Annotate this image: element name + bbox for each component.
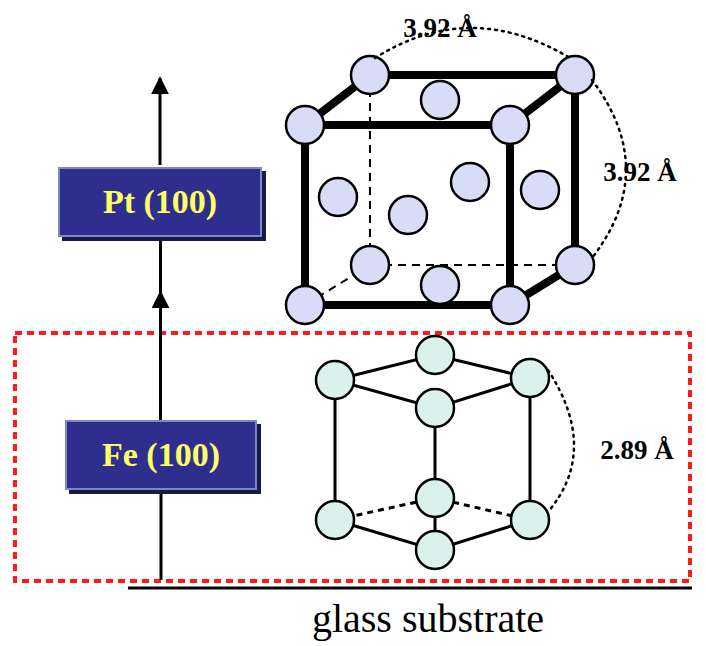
substrate-line — [128, 587, 692, 590]
dimension-label: 3.92 Å — [603, 157, 677, 188]
layer-box: Pt (100) — [58, 167, 262, 237]
growth-arrow — [159, 237, 162, 420]
growth-arrow — [159, 78, 162, 165]
fcc-cell — [286, 56, 594, 324]
dimension-arc — [548, 370, 574, 512]
fe-cell — [316, 336, 549, 569]
growth-arrow — [160, 492, 163, 580]
fe-region — [15, 333, 690, 581]
dimension-label: 3.92 Å — [403, 13, 477, 44]
layer-label: Fe (100) — [102, 436, 220, 474]
dimension-label: 2.89 Å — [600, 435, 674, 466]
layer-box: Fe (100) — [65, 420, 257, 490]
layer-label: Pt (100) — [103, 183, 217, 221]
substrate-label: glass substrate — [312, 595, 544, 642]
